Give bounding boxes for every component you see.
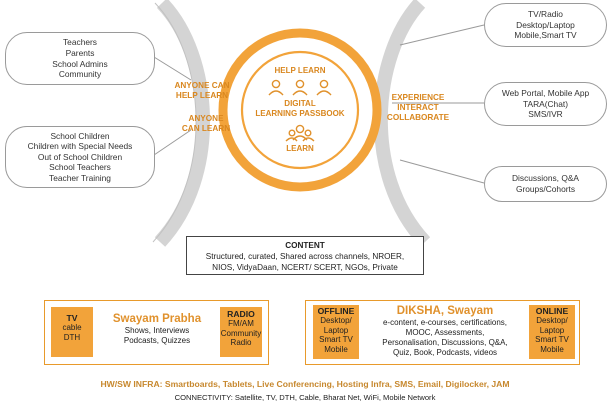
bubble-line: Community <box>58 69 102 80</box>
channels-bubble: Web Portal, Mobile App TARA(Chat) SMS/IV… <box>484 82 607 126</box>
bubble-line: School Children <box>50 130 110 141</box>
left-arc <box>154 0 211 247</box>
tile-line: Mobile <box>324 344 348 354</box>
tile-line: Smart TV <box>319 335 353 345</box>
infra-line: HW/SW INFRA: Smartboards, Tablets, Live … <box>100 379 510 389</box>
connector-line <box>399 159 485 184</box>
audience-helpers-bubble: Teachers Parents School Admins Community <box>5 32 155 85</box>
diksha-line: Quiz, Book, Podcasts, videos <box>392 348 498 357</box>
tile-line: cable <box>62 323 82 333</box>
tile-title: RADIO <box>227 309 255 319</box>
tile-line: Desktop/ <box>320 316 352 326</box>
hub-title-line: DIGITAL <box>284 99 316 108</box>
diksha-text: DIKSHA, Swayam e-content, e-courses, cer… <box>362 304 528 358</box>
person-icon <box>268 79 332 96</box>
audience-learners-bubble: School Children Children with Special Ne… <box>5 126 155 188</box>
label-line: INTERACT <box>397 103 439 112</box>
swayam-line: Shows, Interviews <box>124 326 190 335</box>
swayam-line: Podcasts, Quizzes <box>123 336 191 345</box>
connector-line <box>399 24 485 46</box>
bubble-line: Mobile,Smart TV <box>514 30 577 41</box>
hub-outer-ring <box>218 28 382 192</box>
label-line: COLLABORATE <box>386 113 450 122</box>
bubble-line: Desktop/Laptop <box>516 19 575 30</box>
bubble-line: Children with Special Needs <box>27 141 133 152</box>
connector-line <box>153 56 192 81</box>
hub-inner-ring <box>240 50 360 170</box>
tv-tile: TV cable DTH <box>51 307 93 357</box>
tile-line: DTH <box>63 332 81 342</box>
diksha-line: Personalisation, Discussions, Q&A, <box>382 338 508 347</box>
tile-line: Desktop/ <box>536 316 568 326</box>
bubble-line: School Teachers <box>49 162 111 173</box>
bubble-line: Teachers <box>63 37 97 48</box>
tile-title: ONLINE <box>535 306 569 316</box>
collaboration-bubble: Discussions, Q&A Groups/Cohorts <box>484 166 607 202</box>
label-line: EXPERIENCE <box>391 93 445 102</box>
label-line: HELP LEARN <box>175 91 229 100</box>
connectivity-line: CONNECTIVITY: Satellite, TV, DTH, Cable,… <box>174 393 436 402</box>
bubble-line: Out of School Children <box>37 151 123 162</box>
bubble-line: Parents <box>65 47 95 58</box>
diksha-line: e-content, e-courses, certifications, <box>382 318 508 327</box>
hub-title-line: LEARNING PASSBOOK <box>255 109 345 118</box>
bubble-line: Teacher Training <box>49 172 111 183</box>
connector-line <box>153 129 192 156</box>
hub-learn: LEARN <box>286 144 314 153</box>
bubble-line: Groups/Cohorts <box>515 184 576 194</box>
online-tile: ONLINE Desktop/ Laptop Smart TV Mobile <box>529 305 575 359</box>
label-experience: EXPERIENCE INTERACT COLLABORATE <box>382 93 454 123</box>
tile-line: Radio <box>230 338 252 348</box>
hub-title: DIGITAL LEARNING PASSBOOK <box>240 99 360 119</box>
label-line: ANYONE <box>188 114 224 123</box>
content-title: CONTENT <box>285 241 325 250</box>
bubble-line: SMS/IVR <box>528 109 563 120</box>
tile-line: FM/AM <box>228 319 254 329</box>
tile-line: Smart TV <box>535 335 569 345</box>
radio-tile: RADIO FM/AM Community Radio <box>220 307 262 357</box>
tile-title: OFFLINE <box>317 306 355 316</box>
content-line: Structured, curated, Shared across chann… <box>205 252 405 261</box>
diksha-line: MOOC, Assessments, <box>405 328 485 337</box>
label-line: CAN LEARN <box>181 124 231 133</box>
content-box: CONTENT Structured, curated, Shared acro… <box>186 236 424 275</box>
devices-bubble: TV/Radio Desktop/Laptop Mobile,Smart TV <box>484 3 607 47</box>
bubble-line: Web Portal, Mobile App <box>501 88 590 99</box>
tile-line: Laptop <box>539 325 565 335</box>
swayam-prabha-text: Swayam Prabha Shows, Interviews Podcasts… <box>98 312 216 346</box>
tile-line: Laptop <box>323 325 349 335</box>
tile-line: Mobile <box>540 344 564 354</box>
bubble-line: TARA(Chat) <box>523 98 568 109</box>
bubble-line: School Admins <box>52 58 108 69</box>
label-line: ANYONE CAN <box>174 81 230 90</box>
group-icon <box>285 124 315 142</box>
swayam-prabha-title: Swayam Prabha <box>112 313 202 325</box>
tile-line: Community <box>220 328 262 338</box>
content-line: NIOS, VidyaDaan, NCERT/ SCERT, NGOs, Pri… <box>212 263 398 272</box>
diksha-title: DIKSHA, Swayam <box>396 305 494 317</box>
bubble-line: Discussions, Q&A <box>511 173 580 184</box>
label-anyone-can-learn: ANYONE CAN LEARN <box>178 114 234 134</box>
tile-title: TV <box>66 313 78 323</box>
hub-help-learn: HELP LEARN <box>274 66 326 75</box>
label-anyone-can-help: ANYONE CAN HELP LEARN <box>168 81 236 101</box>
bubble-line: TV/Radio <box>528 9 563 20</box>
offline-tile: OFFLINE Desktop/ Laptop Smart TV Mobile <box>313 305 359 359</box>
